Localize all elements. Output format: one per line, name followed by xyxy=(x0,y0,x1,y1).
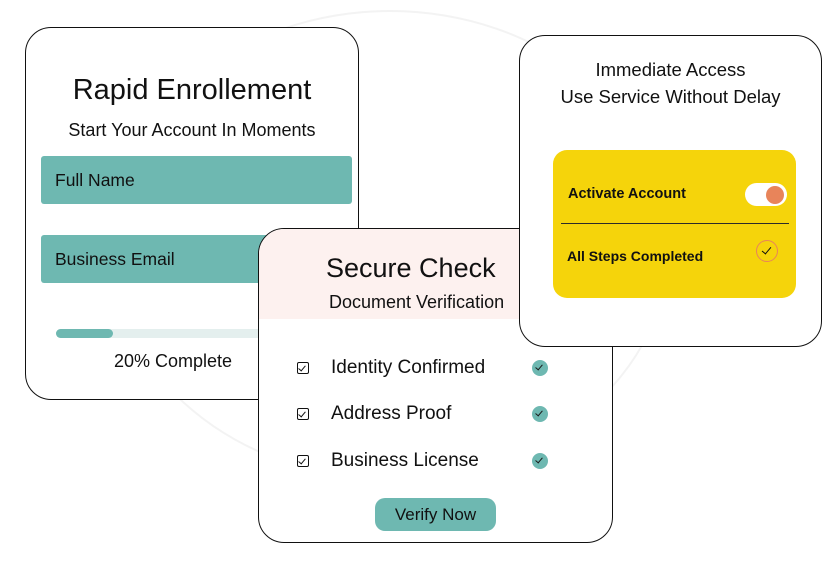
activate-account-label: Activate Account xyxy=(568,186,686,202)
verify-now-button[interactable]: Verify Now xyxy=(375,498,496,531)
toggle-knob xyxy=(766,185,784,204)
check-circle-icon xyxy=(532,406,548,422)
verification-item-license: Business License xyxy=(297,448,557,476)
activate-account-toggle[interactable] xyxy=(745,183,787,206)
enrollment-progress-text: 20% Complete xyxy=(114,351,233,371)
secure-check-title: Secure Check xyxy=(326,253,496,283)
checkbox-checked-icon[interactable] xyxy=(297,362,309,374)
verification-item-address: Address Proof xyxy=(297,401,557,429)
access-subtitle: Use Service Without Delay xyxy=(560,86,781,107)
check-circle-icon xyxy=(756,240,778,262)
checkbox-checked-icon[interactable] xyxy=(297,455,309,467)
enrollment-title: Rapid Enrollement xyxy=(72,74,312,106)
access-status-panel: Activate Account All Steps Completed xyxy=(553,150,796,298)
verification-item-label: Business License xyxy=(331,450,479,471)
all-steps-completed-label: All Steps Completed xyxy=(567,248,704,264)
verification-item-identity: Identity Confirmed xyxy=(297,355,557,383)
full-name-field[interactable]: Full Name xyxy=(41,156,352,204)
check-circle-icon xyxy=(532,453,548,469)
checkbox-checked-icon[interactable] xyxy=(297,408,309,420)
verification-item-label: Identity Confirmed xyxy=(331,357,486,378)
panel-divider xyxy=(561,223,789,225)
enrollment-progress-bar xyxy=(56,329,341,338)
check-circle-icon xyxy=(532,360,548,376)
secure-check-subtitle: Document Verification xyxy=(329,292,505,312)
immediate-access-card: Immediate Access Use Service Without Del… xyxy=(519,35,822,347)
enrollment-progress-fill xyxy=(56,329,113,338)
access-title: Immediate Access xyxy=(595,59,746,80)
enrollment-subtitle: Start Your Account In Moments xyxy=(68,120,316,140)
verification-item-label: Address Proof xyxy=(331,403,452,424)
